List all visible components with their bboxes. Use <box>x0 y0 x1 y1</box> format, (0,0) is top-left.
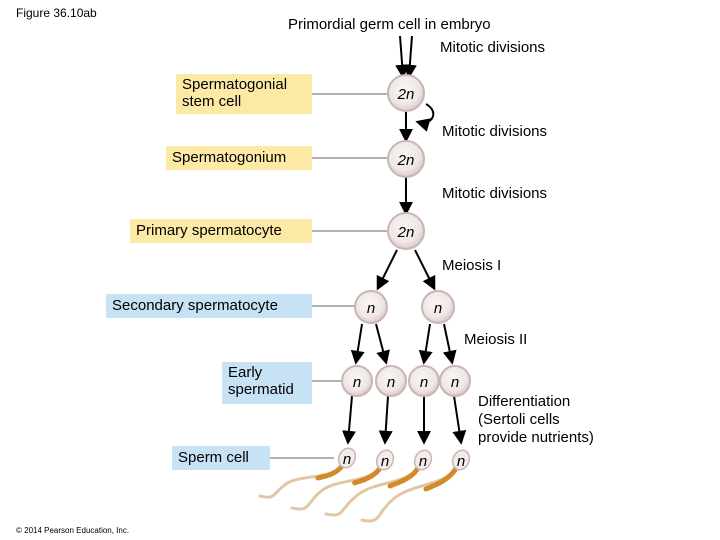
label-spermatogonium: Spermatogonium <box>166 146 312 170</box>
cell-secondary-1 <box>354 290 388 324</box>
sperm-head-1 <box>337 447 357 469</box>
arrow-meiosis2-d <box>442 323 457 365</box>
label-stem-line2: stem cell <box>182 93 242 110</box>
ploidy-primary: 2n <box>397 224 415 241</box>
sperm-head-2 <box>375 449 395 471</box>
step-differentiation-note-2: provide nutrients) <box>478 429 594 446</box>
arrow-meiosis1-right <box>414 249 436 291</box>
sperm-midpiece-2 <box>351 465 383 486</box>
cell-spermatid-4 <box>439 365 471 397</box>
arrow-meiosis2-b <box>375 323 390 365</box>
label-spermatogonial-stem-cell: Spermatogonial stem cell <box>176 74 312 114</box>
arrow-primordial-1 <box>395 35 410 79</box>
ploidy-secondary-2: n <box>434 300 442 317</box>
label-spermatogonium-text: Spermatogonium <box>172 149 287 166</box>
sperm-midpiece-3 <box>387 465 421 489</box>
sperm-head-4 <box>451 449 471 471</box>
ploidy-stem: 2n <box>397 86 415 103</box>
step-differentiation: Differentiation <box>478 393 571 410</box>
cell-spermatid-2 <box>375 365 407 397</box>
ploidy-sperm-1: n <box>343 451 351 468</box>
label-spermatid-line2: spermatid <box>228 381 294 398</box>
label-secondary-text: Secondary spermatocyte <box>112 297 278 314</box>
ploidy-sperm-4: n <box>457 453 465 470</box>
figure-label: Figure 36.10ab <box>16 6 97 20</box>
arrow-meiosis2-c <box>418 323 433 365</box>
label-primary-spermatocyte: Primary spermatocyte <box>130 219 312 243</box>
step-meiosis-1: Meiosis I <box>442 257 502 274</box>
arrow-self-renew <box>415 103 435 132</box>
arrow-primordial-2 <box>402 35 417 79</box>
copyright: © 2014 Pearson Education, Inc. <box>16 526 130 535</box>
label-stem-line1: Spermatogonial <box>182 76 288 93</box>
ploidy-secondary-1: n <box>367 300 375 317</box>
cell-spermatogonium <box>387 140 425 178</box>
label-primary-text: Primary spermatocyte <box>136 222 282 239</box>
label-sperm-cell: Sperm cell <box>172 446 270 470</box>
arrow-meiosis1-left <box>376 249 398 291</box>
sperm-midpiece-4 <box>423 465 459 492</box>
arrow-diff-d <box>452 395 467 445</box>
cell-primary <box>387 212 425 250</box>
label-early-spermatid: Early spermatid <box>222 362 312 404</box>
sperm-midpiece-1 <box>315 463 345 481</box>
sperm-tail-1 <box>258 464 344 499</box>
ploidy-sperm-3: n <box>419 453 427 470</box>
arrow-meiosis2-a <box>350 323 365 365</box>
sperm-head-3 <box>413 449 433 471</box>
step-mitotic-1: Mitotic divisions <box>440 39 546 56</box>
step-mitotic-3: Mitotic divisions <box>442 185 548 202</box>
ploidy-spermatid-4: n <box>451 374 459 391</box>
cell-secondary-2 <box>421 290 455 324</box>
arrow-diff-b <box>378 395 393 445</box>
label-sperm-text: Sperm cell <box>178 449 249 466</box>
ploidy-spermatid-1: n <box>353 374 361 391</box>
step-meiosis-2: Meiosis II <box>464 331 528 348</box>
ploidy-spermatid-3: n <box>420 374 428 391</box>
cell-stem <box>387 74 425 112</box>
step-differentiation-note-1: (Sertoli cells <box>478 411 560 428</box>
ploidy-sperm-2: n <box>381 453 389 470</box>
label-secondary-spermatocyte: Secondary spermatocyte <box>106 294 312 318</box>
cell-spermatid-1 <box>341 365 373 397</box>
label-spermatid-line1: Early <box>228 364 263 381</box>
arrow-diff-a <box>341 395 356 445</box>
ploidy-spermatogonium: 2n <box>397 152 415 169</box>
top-title: Primordial germ cell in embryo <box>288 16 491 33</box>
ploidy-spermatid-2: n <box>387 374 395 391</box>
step-mitotic-2: Mitotic divisions <box>442 123 548 140</box>
